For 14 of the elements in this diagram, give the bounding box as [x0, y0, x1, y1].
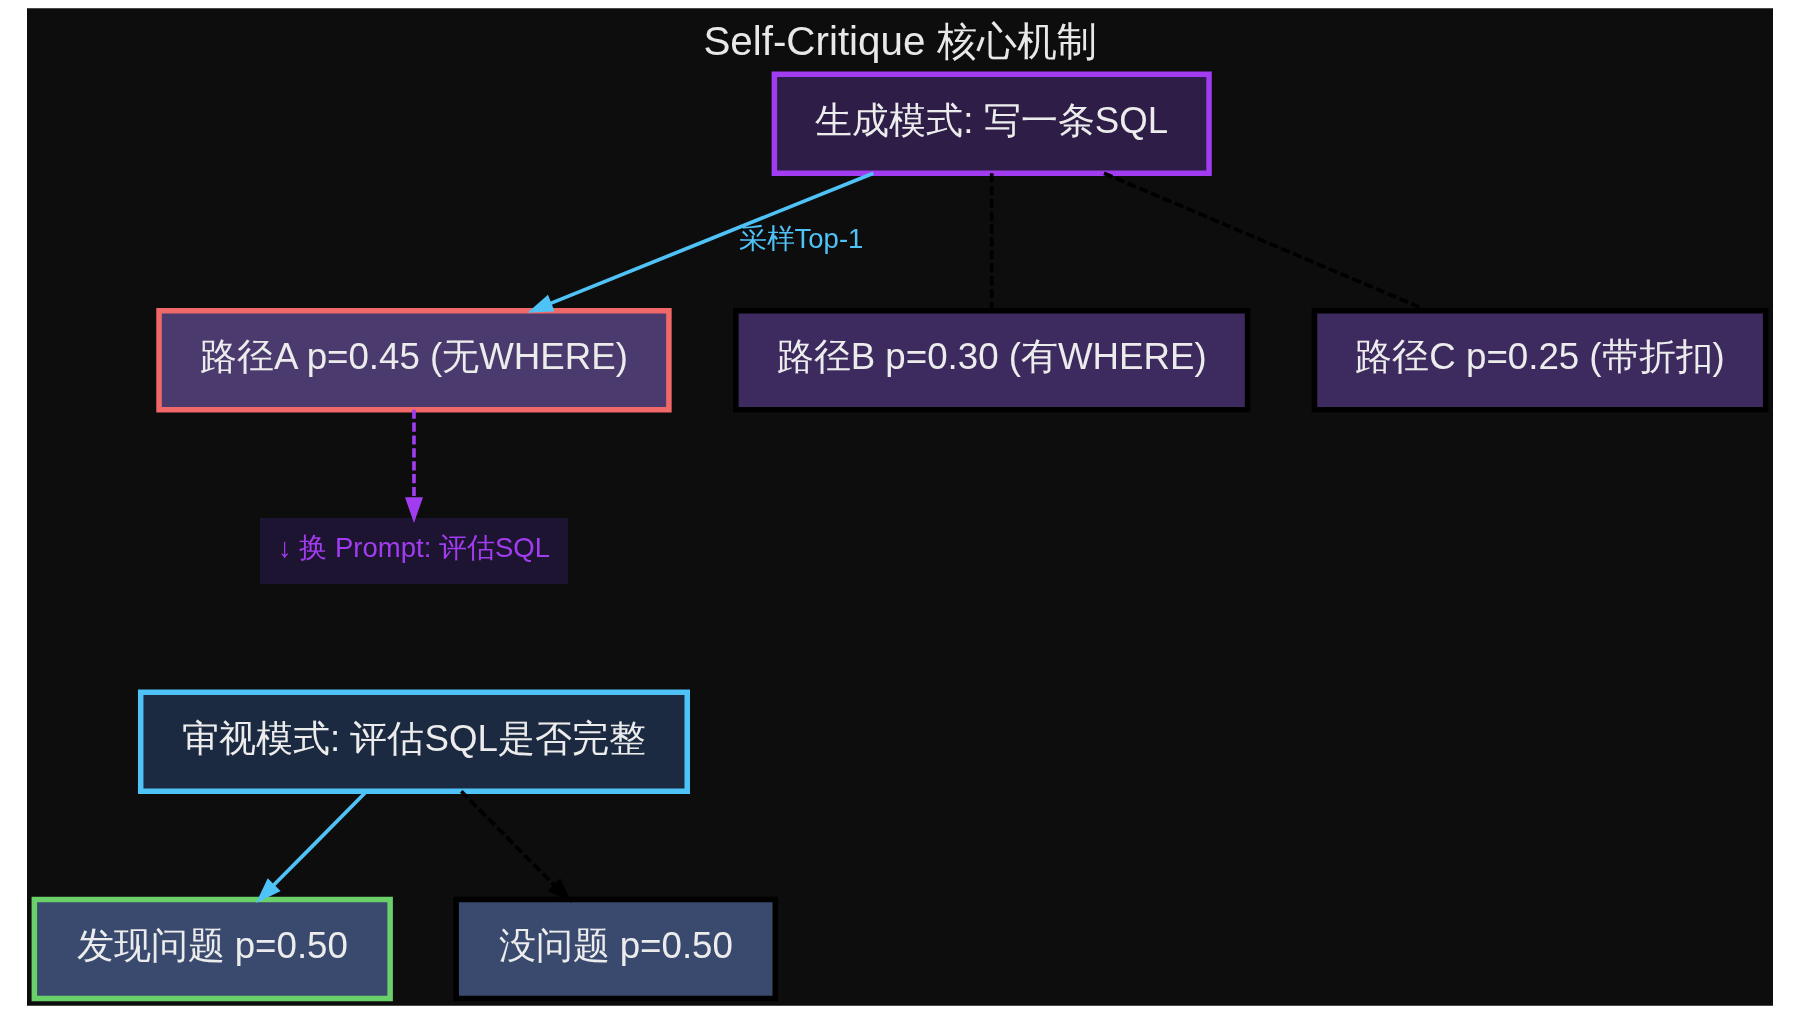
node-box: 生成模式: 写一条SQL	[771, 71, 1212, 176]
diagram-title: Self-Critique 核心机制	[703, 18, 1097, 65]
node-box: 路径B p=0.30 (有WHERE)	[733, 308, 1251, 413]
node-box: 发现问题 p=0.50	[31, 896, 393, 1002]
node-box: 路径C p=0.25 (带折扣)	[1311, 308, 1769, 413]
connector	[989, 173, 994, 310]
node-box: 没问题 p=0.50	[453, 896, 779, 1002]
edge-label: 采样Top-1	[738, 223, 864, 255]
arrow	[459, 790, 572, 903]
arrow	[404, 409, 423, 523]
arrow	[527, 171, 875, 313]
node-box: 审视模式: 评估SQL是否完整	[137, 689, 690, 795]
node-box: 路径A p=0.45 (无WHERE)	[156, 308, 672, 413]
node-box: ↓ 换 Prompt: 评估SQL	[259, 518, 569, 585]
